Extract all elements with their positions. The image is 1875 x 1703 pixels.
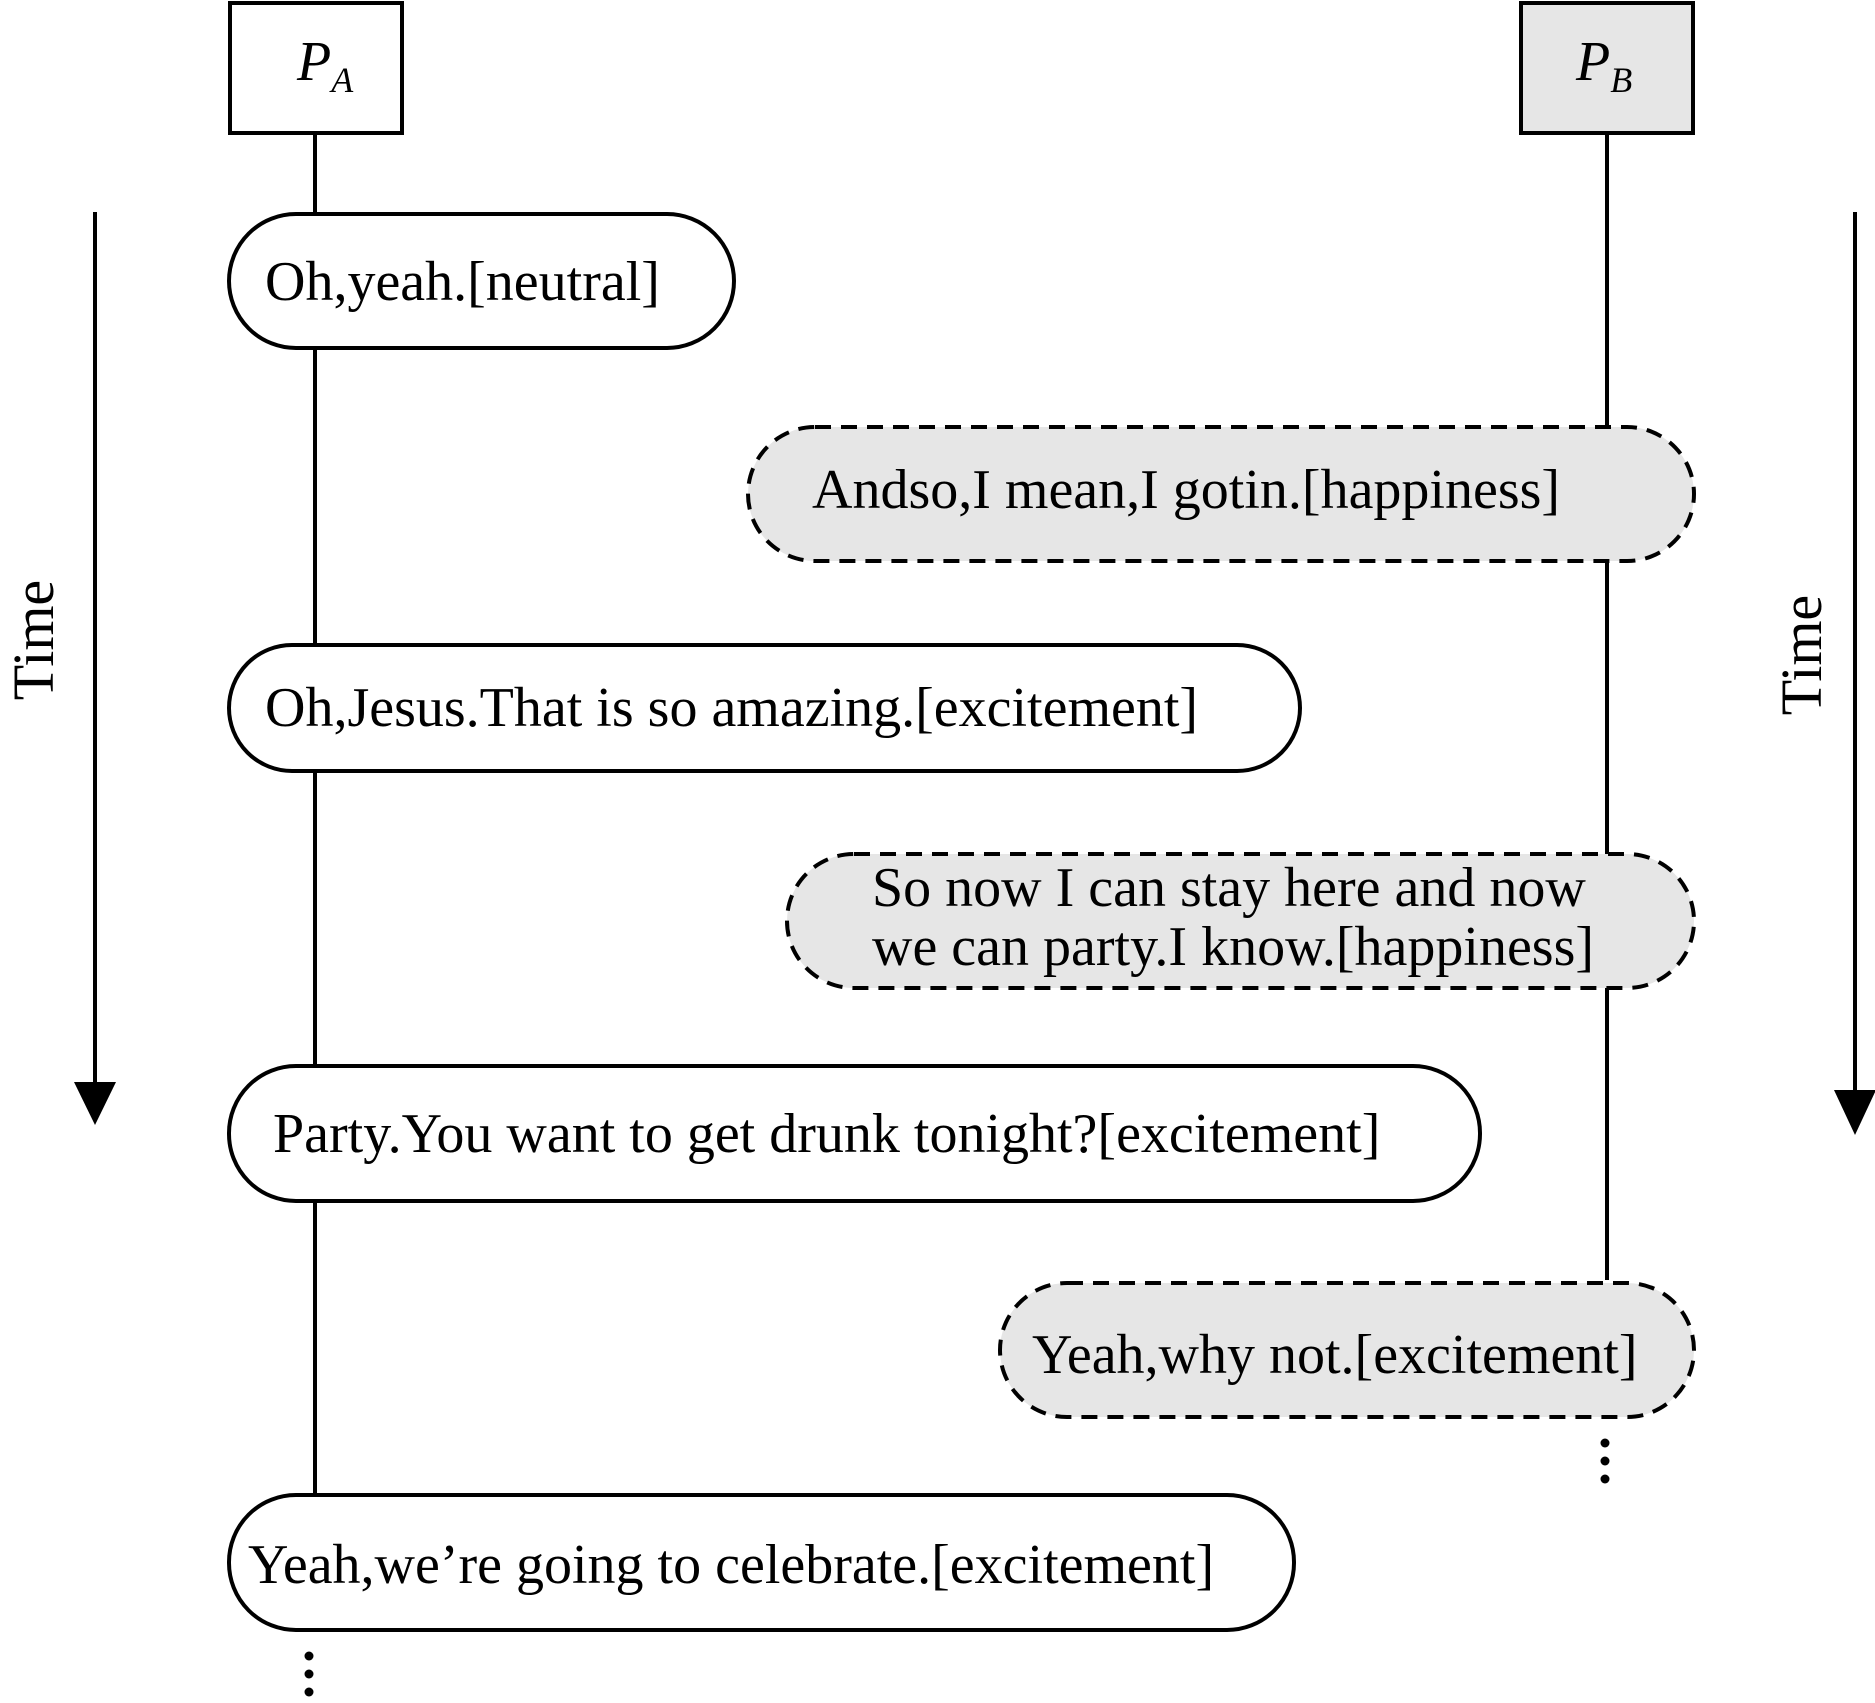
utterance-5-text: Party.You want to get drunk tonight?[exc… <box>273 1103 1380 1165</box>
utterance-1: Oh,yeah.[neutral] <box>227 212 736 350</box>
utterance-3-text: Oh,Jesus.That is so amazing.[excitement] <box>265 677 1198 739</box>
participant-a-label: PA <box>296 31 354 100</box>
utterance-6: Yeah,why not.[excitement] <box>998 1281 1696 1419</box>
utterance-7: Yeah,we’re going to celebrate.[excitemen… <box>227 1493 1296 1632</box>
utterance-5: Party.You want to get drunk tonight?[exc… <box>227 1064 1482 1203</box>
time-arrow-left: Time <box>1 212 116 1125</box>
utterance-4-line-2: we can party.I know.[happiness] <box>872 916 1594 978</box>
participant-b-name: P <box>1575 31 1610 93</box>
time-label-right: Time <box>1769 595 1834 715</box>
utterance-4-line-1: So now I can stay here and now <box>872 857 1586 919</box>
continuation-dots-b <box>1600 1438 1610 1484</box>
utterance-4: So now I can stay here and now we can pa… <box>785 852 1696 990</box>
utterance-7-text: Yeah,we’re going to celebrate.[excitemen… <box>248 1534 1214 1596</box>
participant-a-name: P <box>296 31 331 93</box>
utterance-2: Andso,I mean,I gotin.[happiness] <box>746 425 1696 563</box>
utterance-2-text: Andso,I mean,I gotin.[happiness] <box>812 459 1560 521</box>
time-arrow-right: Time <box>1769 212 1875 1135</box>
utterance-3: Oh,Jesus.That is so amazing.[excitement] <box>227 643 1302 773</box>
continuation-dots-a <box>304 1651 314 1697</box>
participant-a-box: PA <box>228 1 404 135</box>
utterance-6-text: Yeah,why not.[excitement] <box>1032 1324 1638 1386</box>
participant-a-subscript: A <box>329 60 354 100</box>
time-label-left: Time <box>1 580 66 700</box>
participant-b-label: PB <box>1575 31 1632 100</box>
participant-b-subscript: B <box>1610 60 1632 100</box>
participant-b-box: PB <box>1519 1 1695 135</box>
utterance-1-text: Oh,yeah.[neutral] <box>265 251 660 313</box>
